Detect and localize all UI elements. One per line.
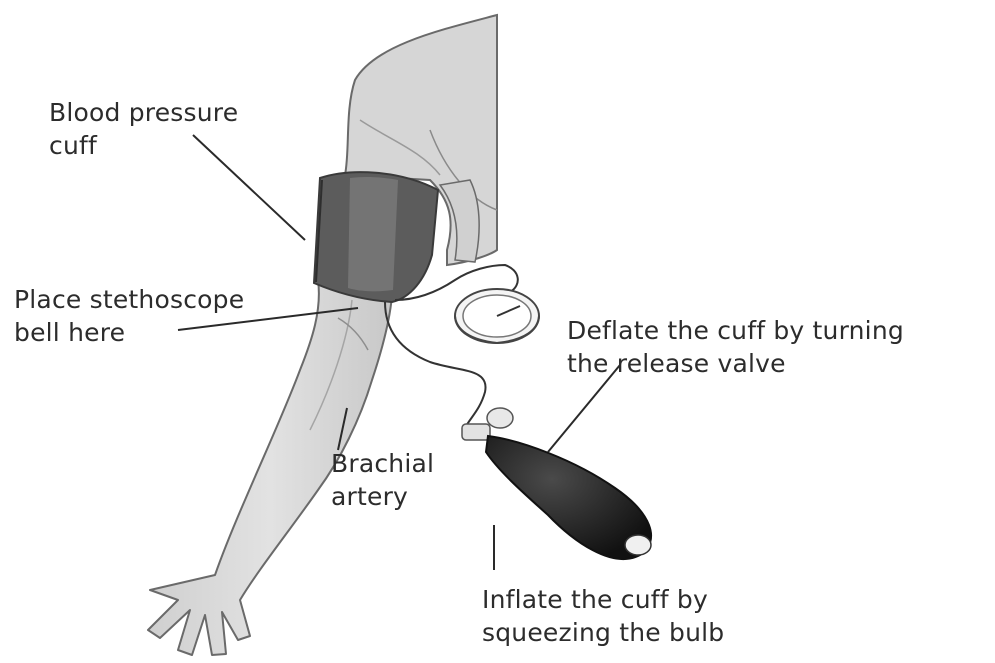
deflate-label: Deflate the cuff by turning the release … xyxy=(567,314,904,380)
deflate-label-line-1: Deflate the cuff by turning xyxy=(567,314,904,347)
bulb-end-cap xyxy=(625,535,651,555)
stethoscope-label: Place stethoscope bell here xyxy=(14,283,244,349)
pressure-gauge xyxy=(455,289,539,343)
inflate-label-line-2: squeezing the bulb xyxy=(482,616,724,649)
stethoscope-label-line-1: Place stethoscope xyxy=(14,283,244,316)
cuff-label-line-1: Blood pressure xyxy=(49,96,238,129)
inflate-label: Inflate the cuff by squeezing the bulb xyxy=(482,583,724,649)
cuff-highlight xyxy=(348,177,398,291)
back-arm xyxy=(440,180,479,262)
deflate-label-line-2: the release valve xyxy=(567,347,904,380)
brachial-artery-label: Brachial artery xyxy=(331,447,434,513)
brachial-label-line-2: artery xyxy=(331,480,434,513)
inflate-label-line-1: Inflate the cuff by xyxy=(482,583,724,616)
stethoscope-label-line-2: bell here xyxy=(14,316,244,349)
cuff-label-line-2: cuff xyxy=(49,129,238,162)
cuff-label: Blood pressure cuff xyxy=(49,96,238,162)
brachial-label-line-1: Brachial xyxy=(331,447,434,480)
